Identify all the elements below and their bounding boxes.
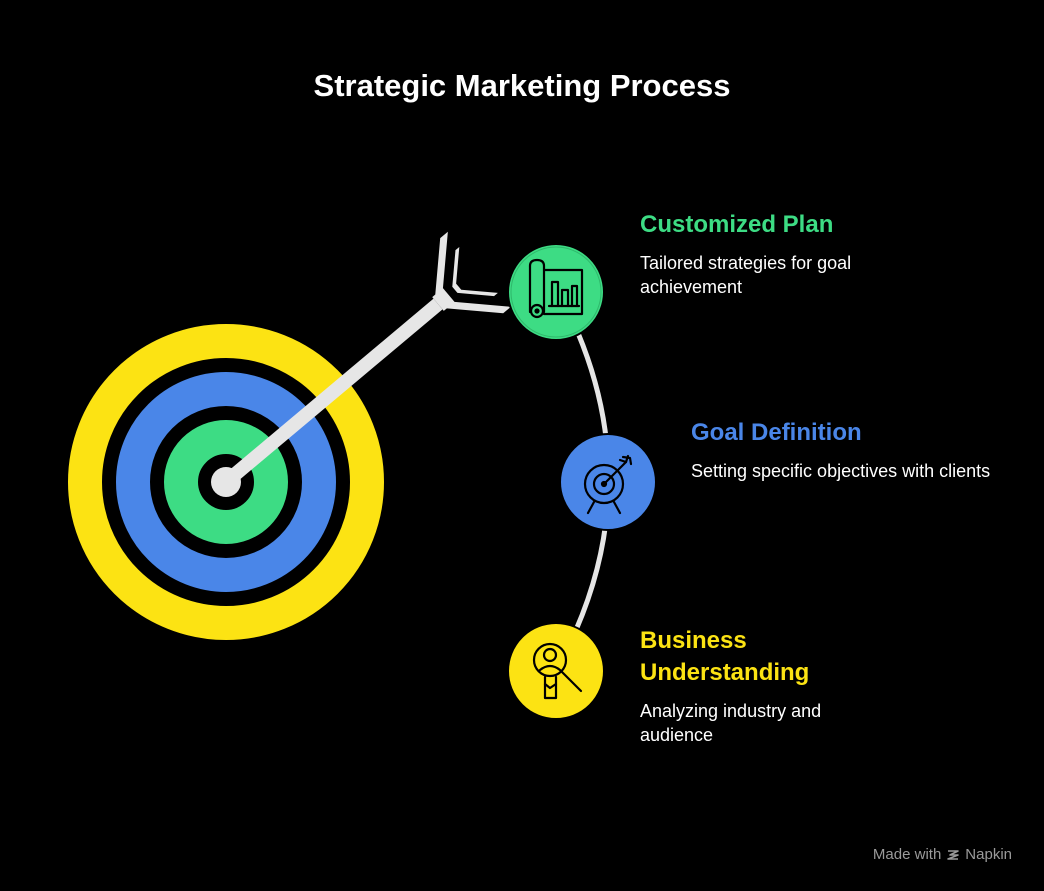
target-arrow-icon [583, 454, 633, 515]
made-with-napkin-credit[interactable]: Made with Napkin [873, 846, 1012, 863]
arrow-icon [211, 231, 511, 497]
step-customized-plan: Customized Plan Tailored strategies for … [640, 209, 940, 299]
step-description: Setting specific objectives with clients [691, 461, 991, 481]
target-inner-ring [164, 420, 288, 544]
step-title: Goal Definition [691, 419, 862, 446]
bullseye-target [68, 324, 384, 640]
diagram-title: Strategic Marketing Process [313, 68, 731, 103]
step-description: Tailored strategies for goal achievement [640, 253, 852, 297]
blueprint-plan-icon [528, 258, 584, 319]
napkin-brand-label: Napkin [965, 846, 1012, 863]
step-title: Customized Plan [640, 211, 834, 238]
target-outer-ring [68, 324, 384, 640]
person-magnifier-icon [532, 642, 583, 700]
goal-step-circle [559, 433, 657, 531]
made-with-label: Made with [872, 846, 942, 863]
step-title: Business Understanding [640, 627, 810, 686]
business-step-circle [507, 622, 605, 720]
step-business-understanding: Business Understanding Analyzing industr… [640, 625, 880, 747]
step-description: Analyzing industry and audience [640, 701, 822, 745]
plan-step-circle [507, 243, 605, 341]
napkin-logo-icon [947, 849, 960, 860]
target-middle-ring [116, 372, 336, 592]
step-goal-definition: Goal Definition Setting specific objecti… [691, 417, 991, 483]
